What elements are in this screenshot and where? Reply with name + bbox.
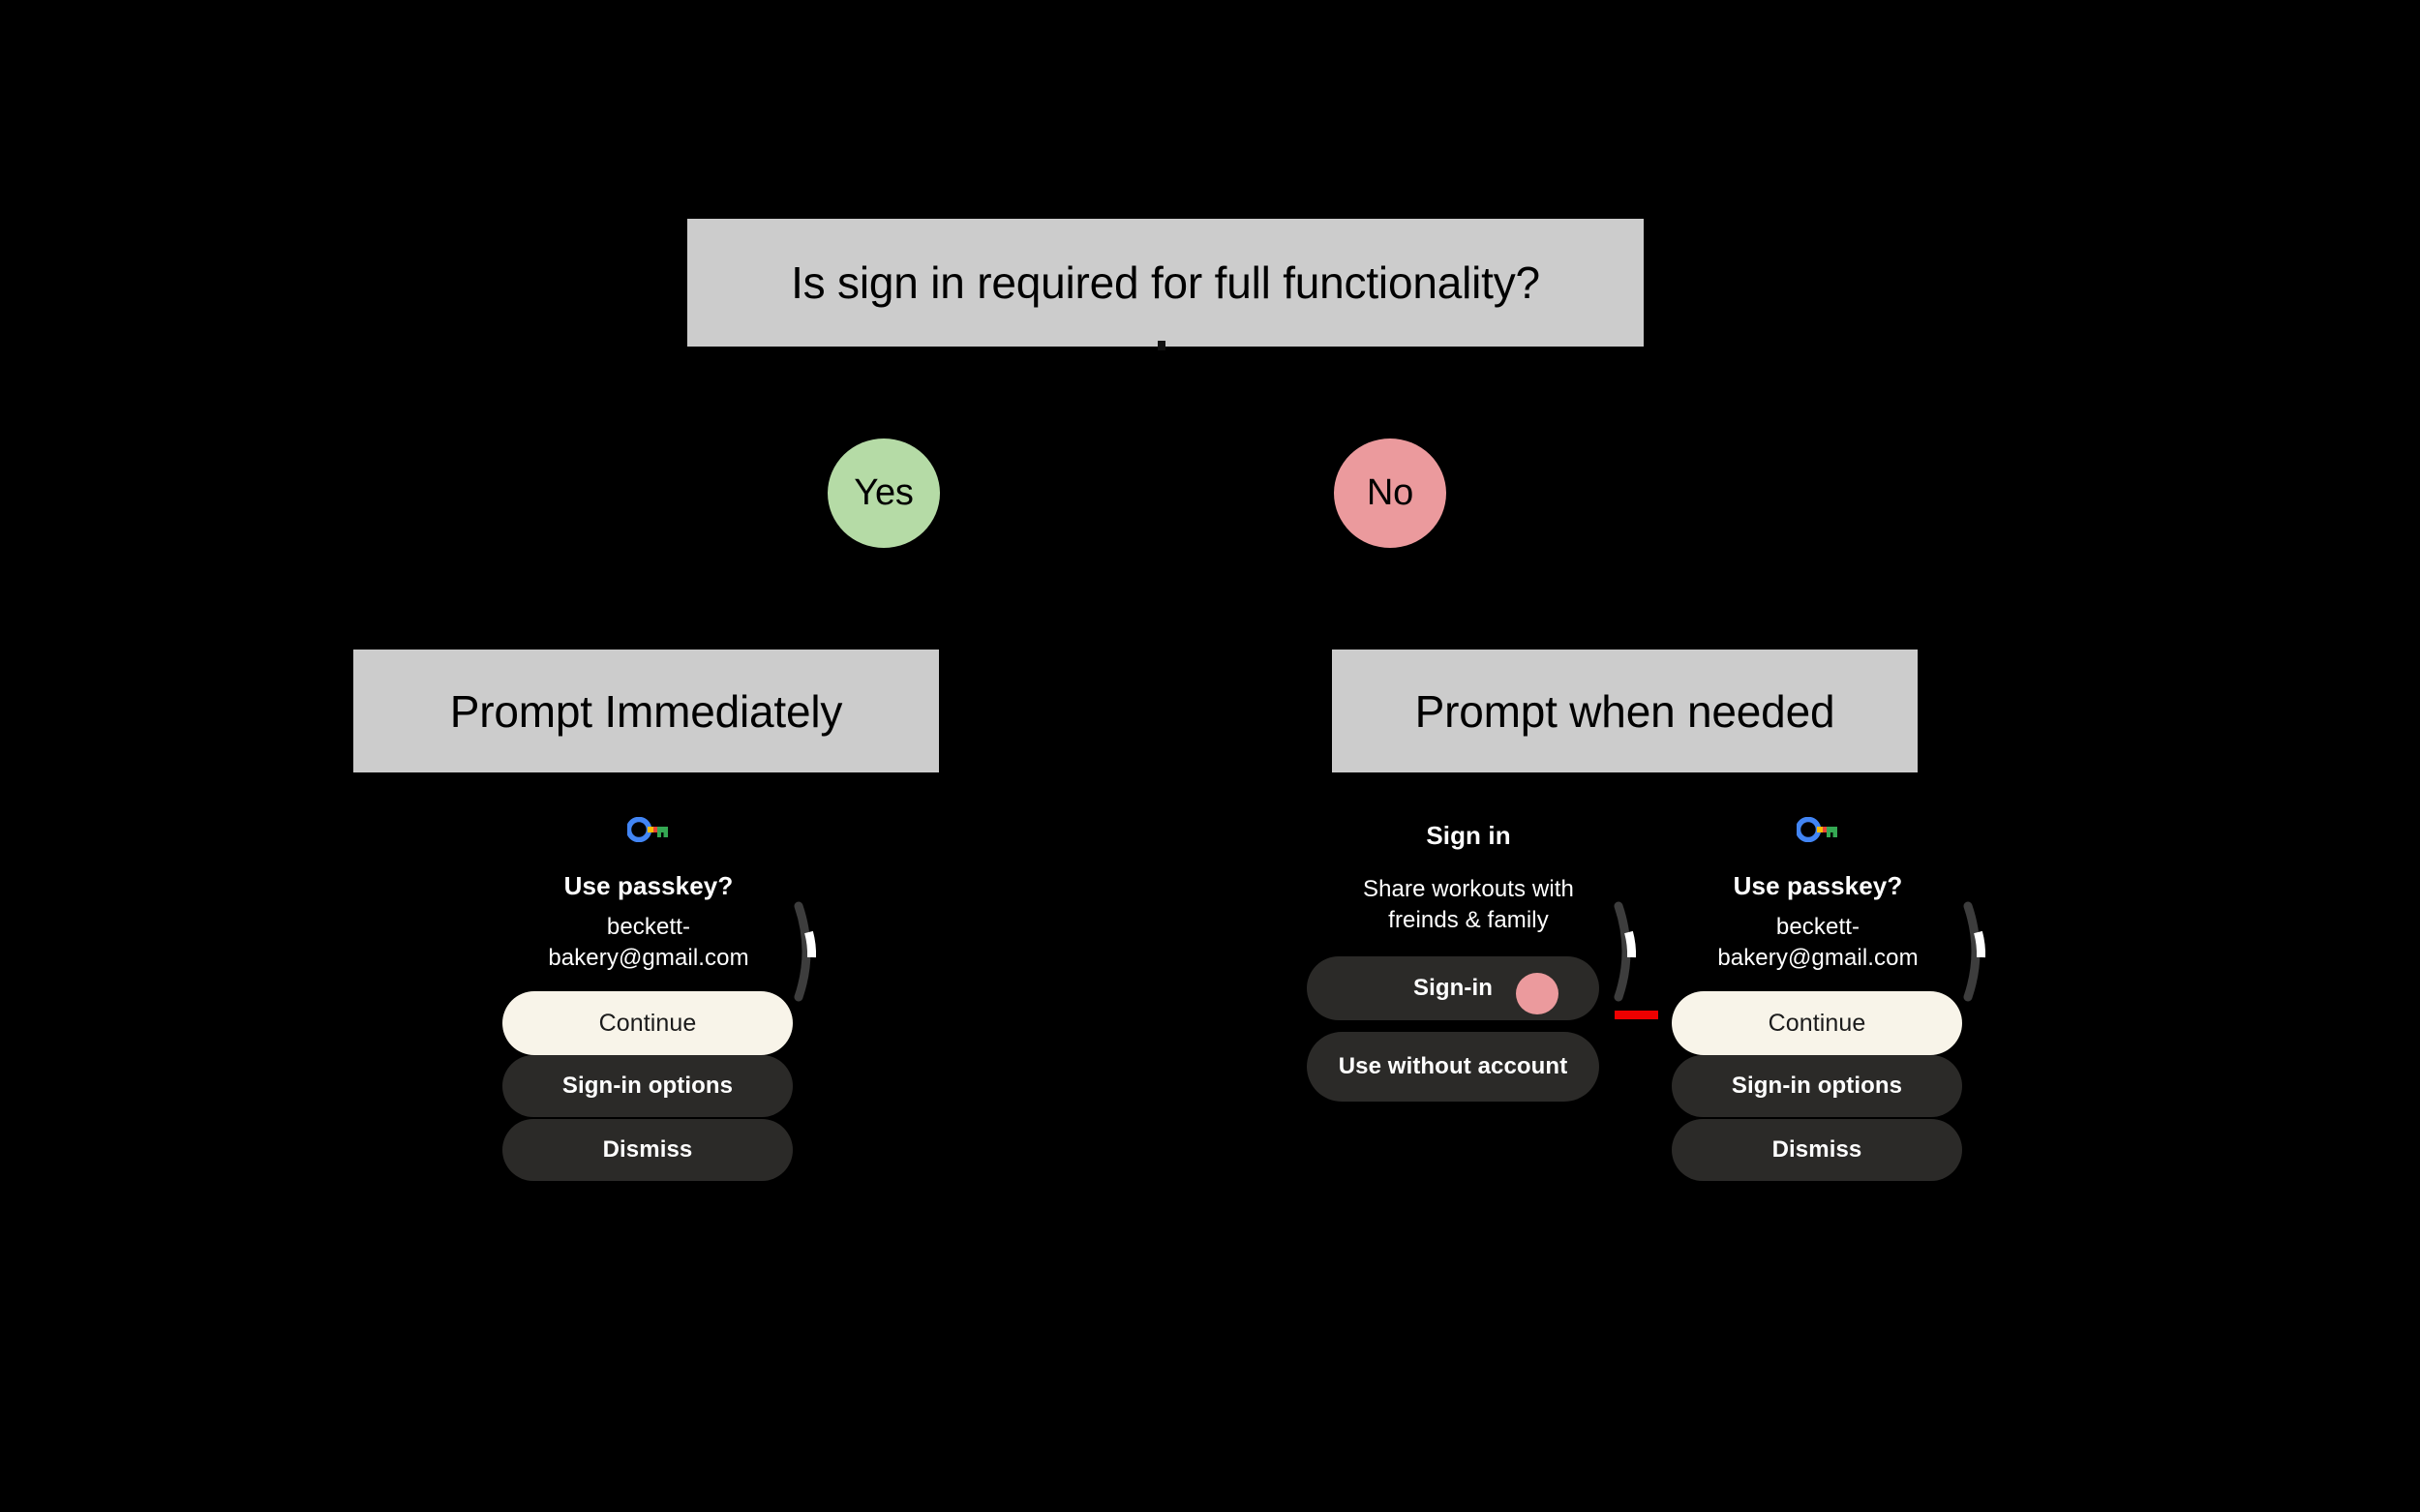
rotary-scrollbar[interactable] xyxy=(1958,900,1991,1003)
rotary-scrollbar[interactable] xyxy=(1609,900,1642,1003)
branch-circle-no: No xyxy=(1334,438,1446,548)
decision-question-box: Is sign in required for full functionali… xyxy=(687,219,1644,347)
dialog-subtitle-line-2: bakery@gmail.com xyxy=(1717,945,1919,971)
use-without-account-button[interactable]: Use without account xyxy=(1307,1032,1599,1102)
sign-in-dialog: Sign in Share workouts with freinds & fa… xyxy=(1307,811,1637,1198)
continue-button[interactable]: Continue xyxy=(1672,991,1962,1055)
rotary-scrollbar[interactable] xyxy=(789,900,822,1003)
dismiss-button[interactable]: Dismiss xyxy=(502,1119,793,1181)
sign-in-dialog-subtitle-line-2: freinds & family xyxy=(1388,907,1549,933)
dialog-title: Use passkey? xyxy=(1733,871,1903,900)
sign-in-options-button[interactable]: Sign-in options xyxy=(502,1055,793,1117)
dialog-title: Use passkey? xyxy=(563,871,734,900)
sign-in-dialog-title: Sign in xyxy=(1426,821,1511,850)
passkey-dialog-left: Use passkey? beckett- bakery@gmail.com C… xyxy=(489,811,817,1276)
outcome-box-prompt-when-needed: Prompt when needed xyxy=(1332,650,1918,772)
outcome-box-prompt-immediately: Prompt Immediately xyxy=(353,650,939,772)
dialog-subtitle-line-2: bakery@gmail.com xyxy=(548,945,749,971)
sign-in-status-indicator xyxy=(1516,973,1558,1014)
sign-in-options-button[interactable]: Sign-in options xyxy=(1672,1055,1962,1117)
connector-stub xyxy=(1158,341,1165,350)
passkey-dialog-right: Use passkey? beckett- bakery@gmail.com C… xyxy=(1658,811,1986,1276)
sign-in-dialog-subtitle-line-1: Share workouts with xyxy=(1363,876,1574,902)
continue-button[interactable]: Continue xyxy=(502,991,793,1055)
google-passkey-icon xyxy=(1795,816,1839,843)
branch-circle-yes: Yes xyxy=(828,438,940,548)
dialog-subtitle-line-1: beckett- xyxy=(606,914,691,940)
dismiss-button[interactable]: Dismiss xyxy=(1672,1119,1962,1181)
dialog-subtitle-line-1: beckett- xyxy=(1775,914,1860,940)
google-passkey-icon xyxy=(625,816,670,843)
